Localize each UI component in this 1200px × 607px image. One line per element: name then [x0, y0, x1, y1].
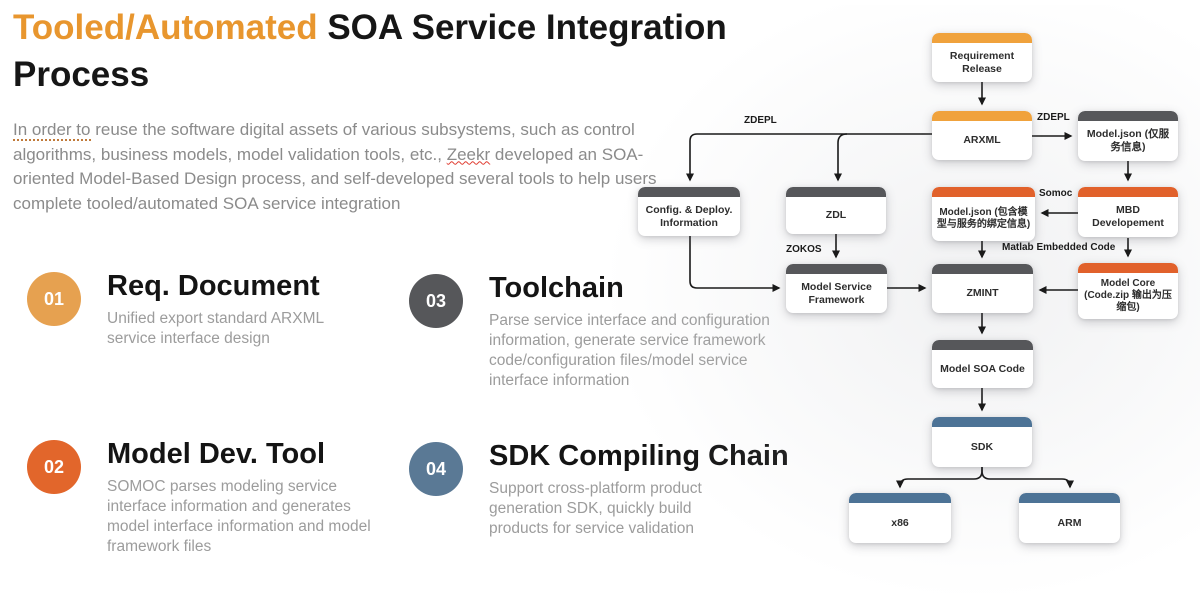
edge-label-somoc: Somoc: [1039, 188, 1073, 199]
flow-node-modeljson-service: Model.json (仅服务信息): [1078, 111, 1178, 161]
node-header-bar: [932, 340, 1033, 350]
node-label: Model Service Framework: [801, 280, 872, 306]
title-rest: SOA Service Integration: [317, 8, 727, 47]
node-header-bar: [786, 187, 886, 197]
flow-node-zmint: ZMINT: [932, 264, 1033, 313]
node-label: SDK: [970, 440, 994, 453]
edge-label-zdepl-right: ZDEPL: [1037, 112, 1070, 123]
node-label: Model Core (Code.zip 输出为压缩包): [1084, 277, 1172, 314]
feature-title: Model Dev. Tool: [107, 438, 326, 470]
flow-node-zdl: ZDL: [786, 187, 886, 234]
node-label: Config. & Deploy. Information: [645, 203, 733, 229]
node-header-bar: [932, 111, 1032, 121]
node-header-bar: [1078, 263, 1178, 273]
feature-sdk-compiling-chain: 04 SDK Compiling Chain Support cross-pla…: [409, 440, 799, 539]
feature-title: Toolchain: [489, 272, 624, 304]
feature-description: Support cross-platform product generatio…: [489, 480, 702, 537]
feature-description: Parse service interface and configuratio…: [489, 312, 770, 389]
feature-text: SDK Compiling Chain Support cross-platfo…: [489, 440, 789, 539]
feature-req-document: 01 Req. Document Unified export standard…: [27, 270, 372, 349]
flow-node-model-service-framework: Model Service Framework: [786, 264, 887, 313]
node-label: ARXML: [963, 134, 1001, 147]
page-title: Tooled/Automated SOA Service Integration…: [13, 4, 873, 99]
flow-node-model-core: Model Core (Code.zip 输出为压缩包): [1078, 263, 1178, 319]
feature-number-badge: 02: [27, 440, 81, 494]
node-header-bar: [786, 264, 887, 274]
feature-title: Req. Document: [107, 270, 320, 302]
flow-node-arxml: ARXML: [932, 111, 1032, 160]
feature-number-badge: 01: [27, 272, 81, 326]
flow-node-sdk: SDK: [932, 417, 1032, 467]
intro-tail: developed an SOA-oriented Model-Based De…: [13, 144, 657, 213]
node-header-bar: [932, 264, 1033, 274]
node-header-bar: [932, 417, 1032, 427]
flow-node-config-deploy: Config. & Deploy. Information: [638, 187, 740, 236]
feature-toolchain: 03 Toolchain Parse service interface and…: [409, 272, 799, 391]
node-label: MBD Developement: [1092, 204, 1164, 229]
node-label: Model.json (仅服务信息): [1086, 128, 1170, 153]
feature-model-dev-tool: 02 Model Dev. Tool SOMOC parses modeling…: [27, 438, 373, 557]
feature-description: SOMOC parses modeling service interface …: [107, 478, 371, 555]
feature-number-badge: 03: [409, 274, 463, 328]
edge-label-matlab-embedded-code: Matlab Embedded Code: [1002, 242, 1116, 253]
node-label: Model.json (包含模型与服务的绑定信息): [936, 206, 1031, 230]
flow-node-modeljson-binding: Model.json (包含模型与服务的绑定信息): [932, 187, 1035, 241]
flow-node-x86: x86: [849, 493, 951, 543]
feature-description: Unified export standard ARXML service in…: [107, 310, 324, 348]
node-label: Model SOA Code: [940, 362, 1025, 375]
node-header-bar: [932, 187, 1035, 197]
flow-node-mbd-development: MBD Developement: [1078, 187, 1178, 237]
flow-node-requirement-release: Requirement Release: [932, 33, 1032, 82]
node-header-bar: [932, 33, 1032, 43]
node-header-bar: [1078, 187, 1178, 197]
flow-node-arm: ARM: [1019, 493, 1120, 543]
intro-lead: In order to: [13, 120, 91, 141]
flow-node-model-soa-code: Model SOA Code: [932, 340, 1033, 388]
node-label: Requirement Release: [949, 49, 1015, 75]
title-line2: Process: [13, 55, 150, 95]
feature-text: Toolchain Parse service interface and co…: [489, 272, 789, 391]
feature-text: Req. Document Unified export standard AR…: [107, 270, 365, 349]
node-header-bar: [1078, 111, 1178, 121]
brand-name: Zeekr: [446, 144, 491, 164]
node-header-bar: [849, 493, 951, 503]
edge-label-zdepl-left: ZDEPL: [744, 115, 777, 126]
node-label: ARM: [1057, 516, 1082, 529]
node-label: ZMINT: [966, 287, 999, 300]
intro-middle: reuse the software digital assets of var…: [13, 120, 635, 164]
edge-label-zokos: ZOKOS: [786, 244, 822, 255]
title-highlight: Tooled/Automated: [13, 8, 318, 47]
node-label: x86: [891, 516, 909, 529]
feature-title: SDK Compiling Chain: [489, 440, 789, 472]
feature-number-badge: 04: [409, 442, 463, 496]
feature-text: Model Dev. Tool SOMOC parses modeling se…: [107, 438, 373, 557]
node-header-bar: [1019, 493, 1120, 503]
node-label: ZDL: [825, 209, 847, 222]
node-header-bar: [638, 187, 740, 197]
intro-paragraph: In order to reuse the software digital a…: [13, 118, 689, 217]
